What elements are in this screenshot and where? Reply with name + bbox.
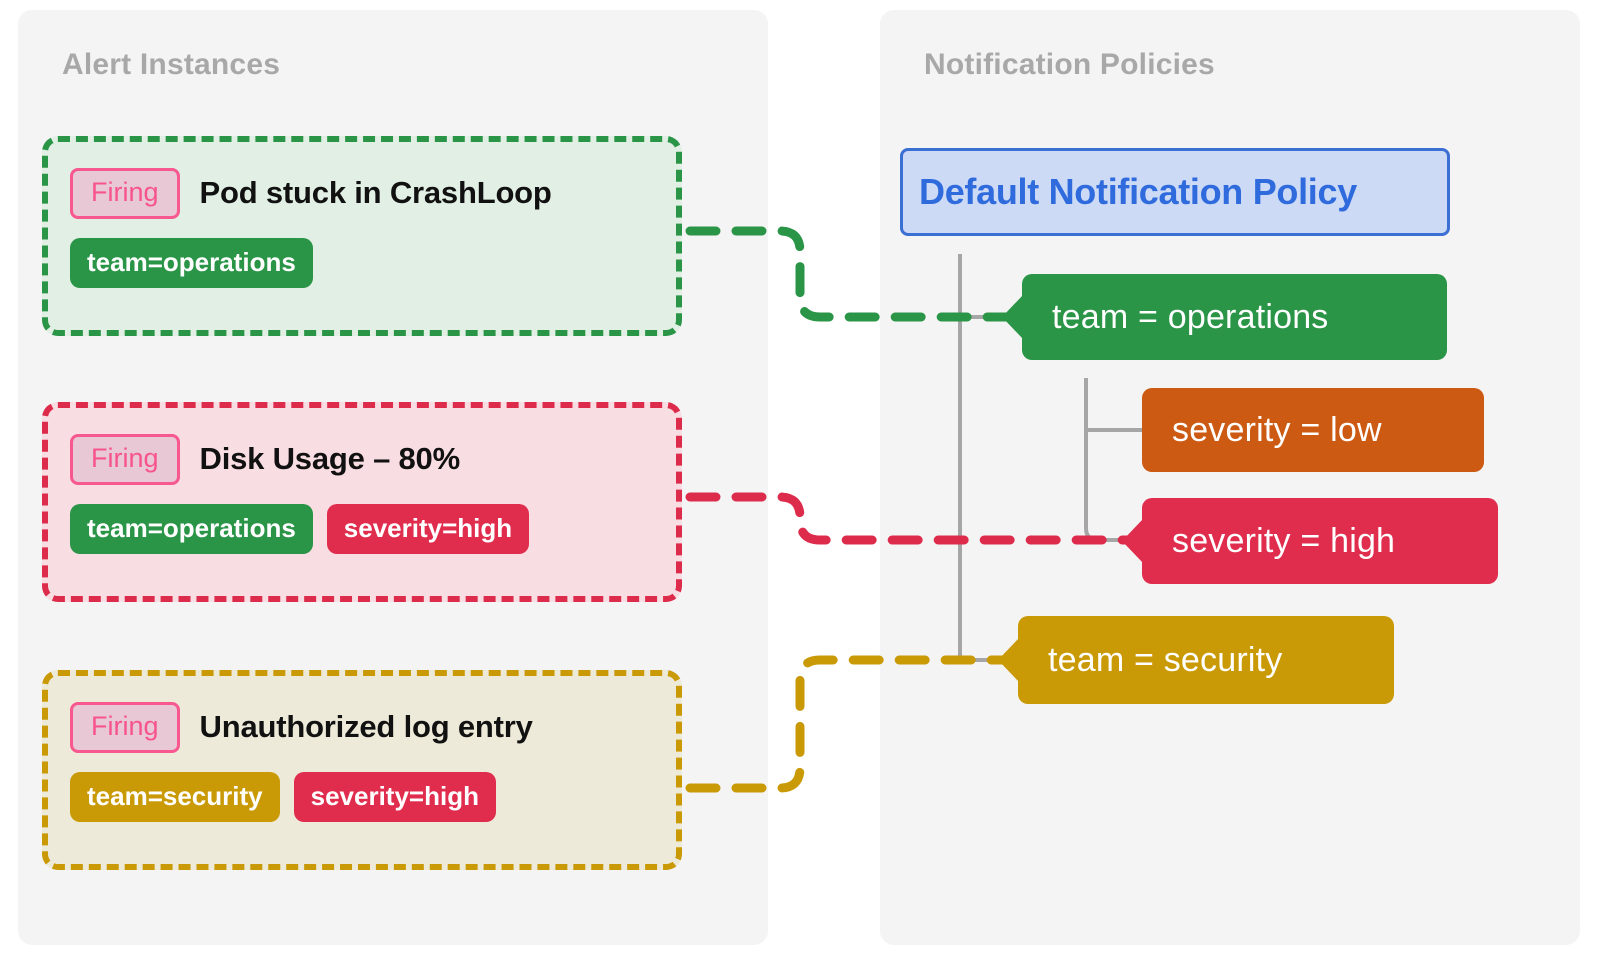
alert-title: Disk Usage – 80%: [199, 441, 461, 476]
alert-card[interactable]: Firing Pod stuck in CrashLoop team=opera…: [42, 136, 682, 336]
alert-label-list: team=security severity=high: [70, 772, 654, 822]
alert-label-chip[interactable]: team=operations: [70, 504, 313, 554]
alert-label-list: team=operations severity=high: [70, 504, 654, 554]
policy-node-default[interactable]: Default Notification Policy: [900, 148, 1450, 236]
alert-card[interactable]: Firing Unauthorized log entry team=secur…: [42, 670, 682, 870]
policy-node-label: team = security: [1048, 640, 1283, 679]
policy-node-team-security[interactable]: team = security: [1018, 616, 1394, 704]
alert-card[interactable]: Firing Disk Usage – 80% team=operations …: [42, 402, 682, 602]
policy-node-severity-high[interactable]: severity = high: [1142, 498, 1498, 584]
status-badge: Firing: [70, 701, 180, 753]
alert-instances-title: Alert Instances: [62, 48, 281, 81]
policy-node-label: severity = high: [1172, 521, 1396, 560]
alert-card-header: Firing Disk Usage – 80%: [70, 426, 654, 492]
alert-card-header: Firing Pod stuck in CrashLoop: [70, 160, 654, 226]
policy-node-label: Default Notification Policy: [919, 171, 1357, 212]
policy-node-team-operations[interactable]: team = operations: [1022, 274, 1447, 360]
alert-label-chip[interactable]: severity=high: [326, 504, 530, 554]
status-badge: Firing: [70, 167, 180, 219]
notification-policies-title: Notification Policies: [924, 48, 1215, 81]
policy-node-severity-low[interactable]: severity = low: [1142, 388, 1484, 472]
alert-title: Pod stuck in CrashLoop: [199, 175, 552, 210]
status-badge: Firing: [70, 433, 180, 485]
alert-label-list: team=operations: [70, 238, 654, 288]
alert-label-chip[interactable]: team=security: [70, 772, 280, 822]
alert-title: Unauthorized log entry: [199, 709, 533, 744]
policy-node-label: severity = low: [1172, 410, 1382, 449]
alert-card-header: Firing Unauthorized log entry: [70, 694, 654, 760]
alert-label-chip[interactable]: team=operations: [70, 238, 313, 288]
policy-node-label: team = operations: [1052, 297, 1329, 336]
alert-label-chip[interactable]: severity=high: [293, 772, 496, 822]
